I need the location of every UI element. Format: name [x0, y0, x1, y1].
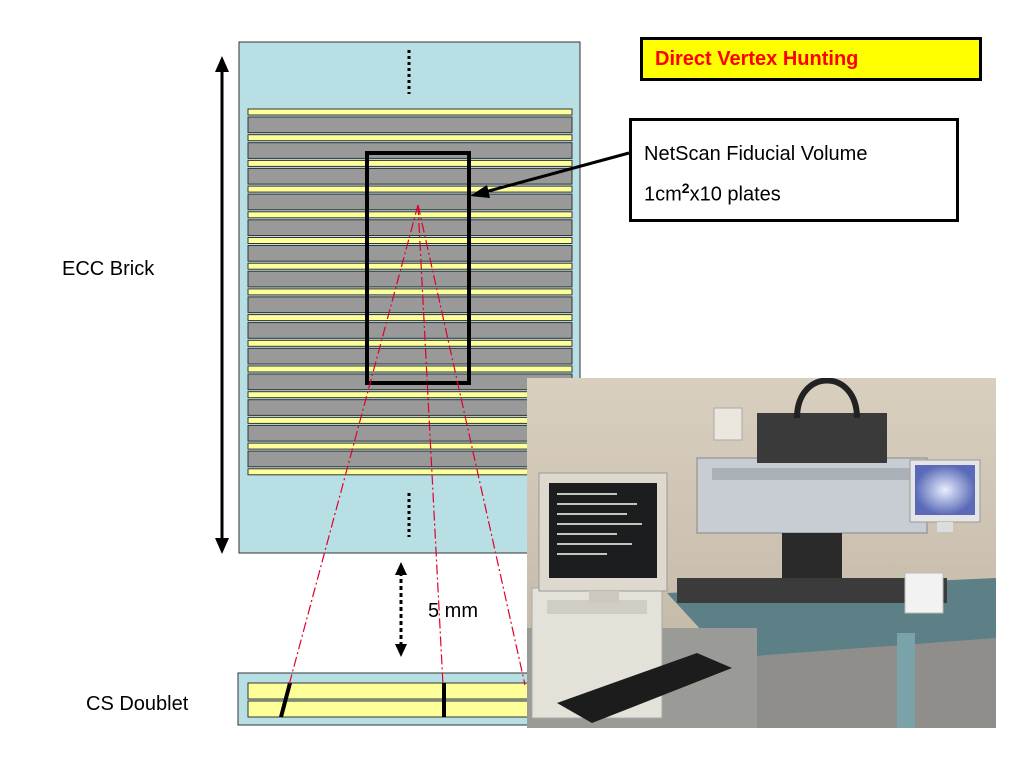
title-text: Direct Vertex Hunting: [655, 47, 859, 70]
lead-plate: [247, 116, 573, 134]
lead-plate: [247, 296, 573, 314]
particle-tracks: [288, 204, 526, 686]
ecc-brick-label: ECC Brick: [62, 258, 155, 280]
emulsion-film: [247, 288, 573, 296]
emulsion-film: [247, 237, 573, 244]
emulsion-film: [247, 442, 573, 450]
emulsion-film: [247, 339, 573, 347]
lead-plate: [247, 193, 573, 211]
gap-arrow: [395, 562, 407, 657]
lead-plate: [247, 219, 573, 237]
emulsion-film: [247, 262, 573, 270]
lead-plate: [247, 347, 573, 365]
lead-plate: [247, 142, 573, 159]
emulsion-film: [247, 365, 573, 373]
lead-plate: [247, 399, 573, 416]
lead-plate: [247, 245, 573, 262]
fiducial-volume-box: [365, 151, 471, 385]
emulsion-film: [247, 391, 573, 399]
lead-plate: [247, 322, 573, 339]
cs-doublet-label: CS Doublet: [86, 693, 189, 715]
cs-doublet: [237, 672, 539, 726]
emulsion-film: [247, 314, 573, 322]
callout-line2: 1cm2x10 plates: [644, 180, 781, 206]
emulsion-film: [247, 185, 573, 193]
callout-box: NetScan Fiducial Volume 1cm2x10 plates: [629, 118, 959, 222]
lead-plate: [247, 167, 573, 185]
emulsion-film: [247, 468, 573, 476]
emulsion-film: [247, 211, 573, 219]
scanning-microscope-photo: [527, 378, 996, 728]
callout-line1: NetScan Fiducial Volume: [644, 143, 868, 165]
lead-plate: [247, 450, 573, 468]
gap-label: 5 mm: [428, 600, 478, 622]
emulsion-film: [247, 416, 573, 424]
callout-arrow: [470, 151, 630, 198]
ecc-height-arrow: [215, 56, 229, 554]
emulsion-film: [247, 159, 573, 167]
emulsion-film: [247, 108, 573, 116]
lead-plate: [247, 270, 573, 288]
lead-plate: [247, 424, 573, 442]
cs-track-left: [279, 682, 292, 718]
emulsion-film: [247, 134, 573, 142]
emulsion-plates: [247, 108, 573, 476]
title-box: Direct Vertex Hunting: [640, 37, 982, 81]
